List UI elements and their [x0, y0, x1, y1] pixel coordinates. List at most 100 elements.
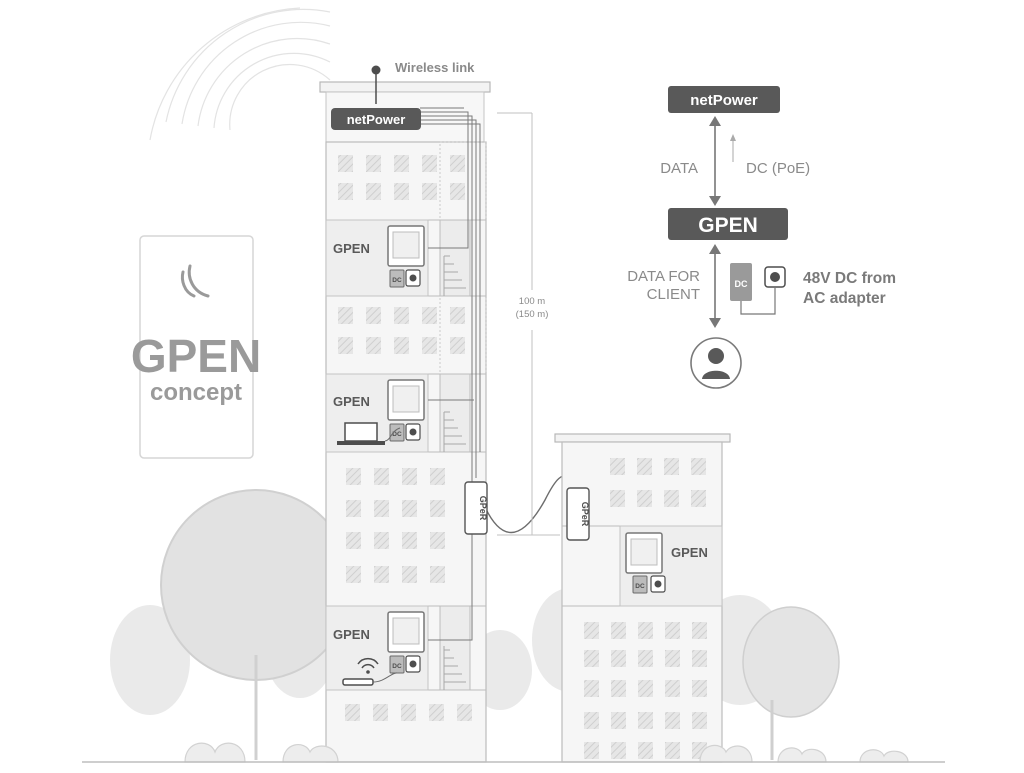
gpen-label-floor-2: GPEN [333, 394, 370, 409]
gpen-floor-2: GPEN DC [333, 379, 425, 445]
wireless-waves [149, 7, 331, 141]
gpen-label-floor-1: GPEN [333, 241, 370, 256]
building-window [584, 650, 599, 667]
building-window [374, 500, 389, 517]
netpower-device-label: netPower [347, 112, 406, 127]
building-window [692, 680, 707, 697]
distance-label: 100 m [519, 296, 545, 307]
building-window [637, 490, 652, 507]
dc-label-floor-1: DC [392, 277, 402, 284]
building-window [692, 712, 707, 729]
building-window [584, 712, 599, 729]
legend-dc-label: DC [735, 279, 748, 289]
gpen-label-floor-3: GPEN [333, 627, 370, 642]
building-window [422, 307, 437, 324]
building-window [637, 458, 652, 475]
building-window [366, 307, 381, 324]
tall-building-windows [338, 155, 472, 721]
building-window [402, 468, 417, 485]
building-window [366, 183, 381, 200]
building-window [665, 712, 680, 729]
gper-device-2: GPeR [566, 487, 590, 541]
building-window [430, 532, 445, 549]
building-window [610, 458, 625, 475]
building-window [638, 712, 653, 729]
stairs-icon [443, 255, 466, 690]
building-window [394, 155, 409, 172]
building-window [422, 337, 437, 354]
building-window [692, 650, 707, 667]
dc-label-floor-3: DC [392, 663, 402, 670]
building-window [394, 337, 409, 354]
building-window [638, 622, 653, 639]
legend-dc-poe-label: DC (PoE) [746, 160, 810, 177]
building-window [430, 468, 445, 485]
building-window [692, 622, 707, 639]
building-window [402, 532, 417, 549]
distance-label-alt: (150 m) [516, 309, 549, 320]
gpen-label-short-building: GPEN [671, 545, 708, 560]
power-socket-icon [764, 266, 786, 288]
building-window [394, 307, 409, 324]
building-window [402, 566, 417, 583]
building-window [374, 566, 389, 583]
logo-card: GPEN concept [131, 235, 261, 459]
gpen-short-building: GPEN DC [625, 532, 708, 594]
building-window [691, 490, 706, 507]
building-window [665, 622, 680, 639]
legend-adapter-line2: AC adapter [803, 290, 886, 307]
legend-data-label: DATA [660, 160, 698, 177]
distance-marker [497, 112, 560, 536]
short-building-windows [584, 458, 707, 759]
power-socket-icon [405, 655, 421, 673]
antenna-icon [371, 65, 381, 104]
netpower-device: netPower [331, 108, 421, 130]
gpen-floor-3: GPEN DC [333, 611, 425, 686]
power-socket-icon [405, 269, 421, 287]
building-window [422, 183, 437, 200]
building-window [664, 490, 679, 507]
building-window [457, 704, 472, 721]
building-window [430, 500, 445, 517]
building-window [665, 680, 680, 697]
building-window [638, 742, 653, 759]
building-window [638, 680, 653, 697]
tree-right [742, 606, 840, 760]
building-window [346, 532, 361, 549]
building-window [665, 742, 680, 759]
building-window [665, 650, 680, 667]
building-window [346, 566, 361, 583]
building-window [450, 183, 465, 200]
logo-title: GPEN [131, 330, 261, 382]
building-window [611, 650, 626, 667]
bushes [184, 742, 909, 763]
building-window [374, 532, 389, 549]
router-logo-icon [180, 264, 210, 298]
power-socket-icon [405, 423, 421, 441]
building-window [338, 337, 353, 354]
building-window [346, 468, 361, 485]
building-window [450, 337, 465, 354]
power-socket-icon [650, 575, 666, 593]
building-window [691, 458, 706, 475]
building-window [402, 500, 417, 517]
building-window [346, 500, 361, 517]
building-window [422, 155, 437, 172]
gper-device-1: GPeR [464, 481, 488, 535]
legend-gpen-label: GPEN [698, 214, 758, 237]
building-window [430, 566, 445, 583]
building-window [338, 307, 353, 324]
building-window [366, 337, 381, 354]
building-window [611, 712, 626, 729]
wireless-link-label: Wireless link [395, 60, 475, 75]
building-window [401, 704, 416, 721]
building-window [374, 468, 389, 485]
building-window [345, 704, 360, 721]
legend: netPower DATA DC (PoE) GPEN DATA FOR CLI… [627, 86, 896, 389]
legend-data-for-client-line1: DATA FOR [627, 268, 700, 285]
legend-netpower-label: netPower [690, 92, 758, 109]
building-window [638, 650, 653, 667]
building-window [611, 680, 626, 697]
